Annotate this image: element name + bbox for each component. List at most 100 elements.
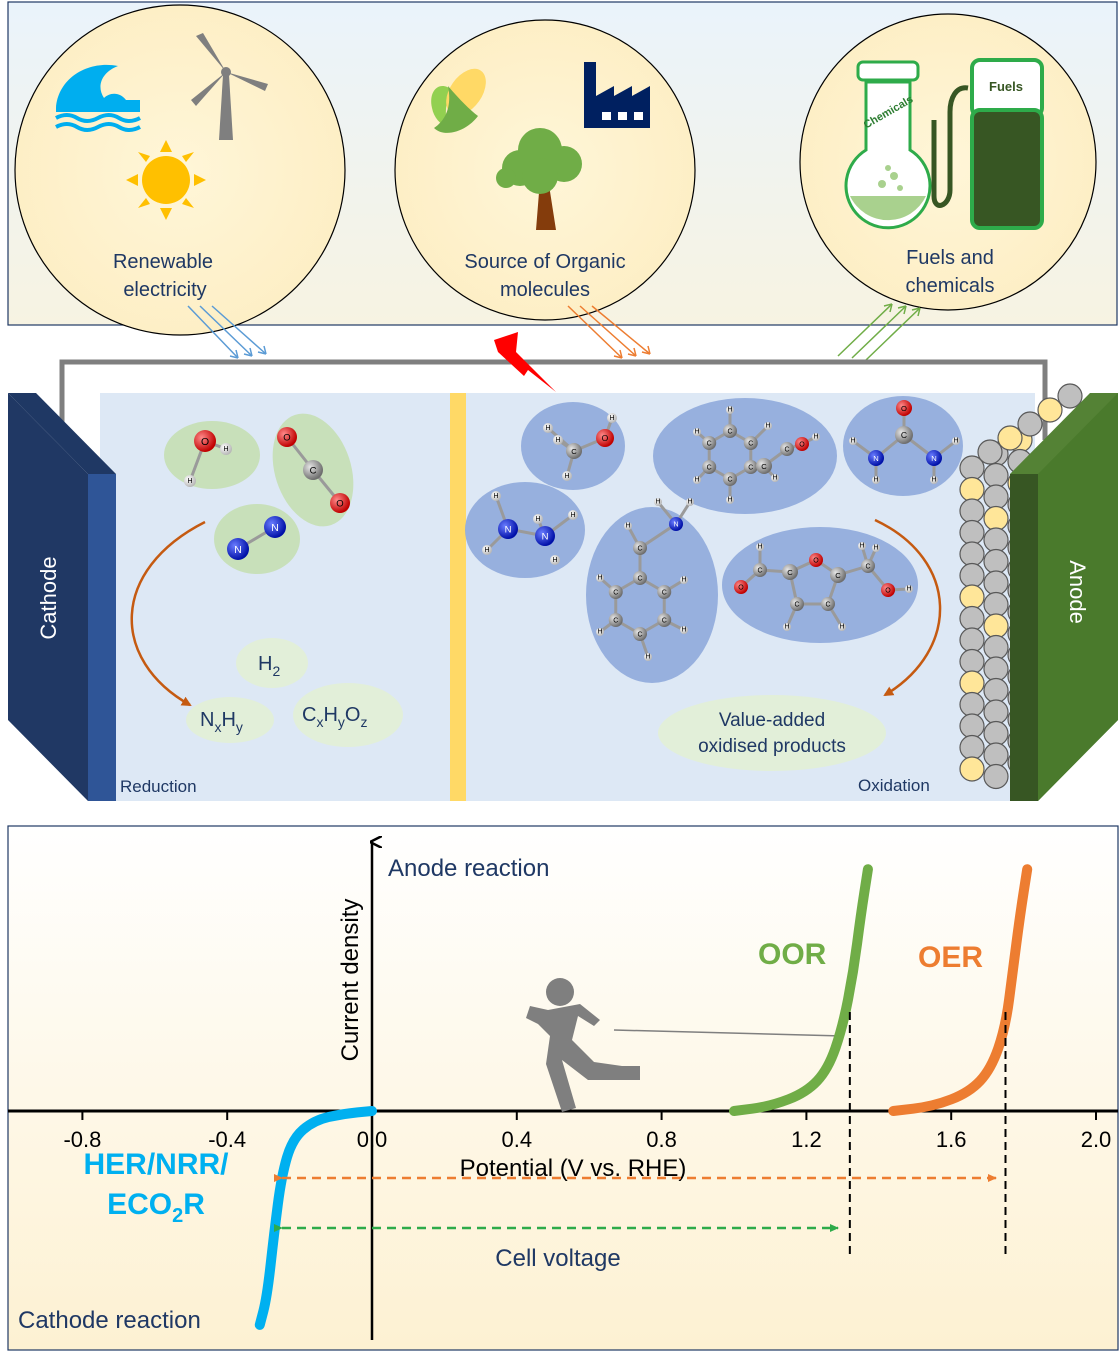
circle-label-line-2: electricity	[123, 279, 206, 301]
pull-rope	[613, 1029, 844, 1037]
atom-label: H	[645, 653, 650, 660]
atom-label: H	[625, 522, 630, 529]
catalyst-sphere	[983, 656, 1009, 682]
x-tick-label: 0.0	[357, 1127, 388, 1152]
atom-label: C	[637, 575, 642, 582]
x-tick-label: 1.2	[791, 1127, 822, 1152]
atom-H	[849, 437, 857, 445]
atom-H	[596, 574, 604, 582]
cxhyoz-product-bg	[293, 683, 403, 747]
catalyst-sphere	[959, 713, 985, 739]
atom-H	[680, 576, 688, 584]
atom-label: H	[187, 478, 192, 485]
atom-H	[491, 491, 501, 501]
atom-H	[756, 543, 764, 551]
value-added-product-bg	[658, 695, 886, 771]
atom-C	[633, 571, 647, 585]
nxhy-product-bg	[186, 697, 274, 743]
circle-label-line-2: chemicals	[906, 275, 995, 297]
atom-label: C	[662, 617, 667, 624]
atom-C	[608, 613, 623, 627]
atom-label: C	[787, 568, 793, 577]
atom-label: N	[505, 525, 512, 536]
x-tick-label: 0.8	[646, 1127, 677, 1152]
atom-O	[896, 400, 912, 416]
atom-label: N	[271, 523, 279, 534]
x-tick-label: 1.6	[936, 1127, 967, 1152]
catalyst-sphere	[1017, 411, 1043, 437]
atom-label: C	[757, 567, 762, 574]
fuel-pump-icon: Fuels	[931, 58, 1044, 230]
value-added-line-2: oxidised products	[698, 736, 846, 757]
atom-H	[543, 423, 553, 433]
atom-label: H	[484, 547, 489, 554]
wind-turbine-icon	[191, 33, 268, 140]
atom-label: C	[662, 589, 667, 596]
atom-label: H	[681, 576, 686, 583]
oer-label: OER	[918, 941, 983, 974]
atom-H	[930, 476, 938, 484]
atom-label: H	[535, 516, 540, 523]
atom-H	[553, 435, 563, 445]
atom-label: H	[694, 476, 699, 483]
chemicals-flask-icon: Chemicals	[844, 60, 932, 230]
atom-C	[790, 597, 804, 611]
cathode-electrode: Cathode	[8, 393, 116, 801]
atom-label: C	[613, 617, 618, 624]
atom-N	[264, 516, 286, 538]
atom-C	[743, 460, 758, 474]
atom-label: N	[542, 532, 549, 543]
atom-N	[926, 450, 942, 466]
atom-H	[726, 406, 734, 414]
atom-label: H	[223, 446, 228, 453]
oxidation-arrow	[874, 518, 942, 697]
atom-label: C	[727, 476, 732, 483]
atom-C	[723, 472, 737, 486]
catalyst-sphere	[983, 763, 1009, 790]
atom-label: O	[901, 404, 907, 413]
circle-label-line-1: Source of Organic	[464, 251, 625, 273]
catalyst-sphere	[1037, 397, 1063, 423]
atom-H	[905, 585, 913, 593]
atom-label: O	[885, 587, 891, 594]
catalyst-sphere	[1057, 383, 1083, 409]
atom-C	[723, 424, 737, 438]
atom-label: C	[835, 571, 841, 580]
atom-label: H	[873, 476, 878, 483]
atom-H	[482, 545, 492, 555]
atom-O	[881, 583, 895, 597]
atom-H	[550, 555, 560, 565]
h2-product-bg	[236, 638, 308, 688]
co2-molecule: OCO	[277, 427, 350, 513]
atom-label: H	[757, 543, 762, 550]
catalyst-sphere	[983, 527, 1009, 553]
atom-C	[782, 564, 798, 580]
atom-H	[872, 476, 880, 484]
atom-H	[858, 542, 866, 550]
atom-O	[194, 430, 216, 452]
catalyst-sphere	[959, 627, 985, 653]
atom-C	[821, 597, 835, 611]
atom-label: H	[727, 406, 732, 413]
membrane	[450, 393, 466, 801]
anode-label: Anode	[1065, 560, 1090, 624]
catalyst-sphere	[959, 691, 985, 718]
atom-label: H	[681, 626, 686, 633]
atom-label: H	[839, 623, 844, 630]
catalyst-sphere	[983, 484, 1009, 510]
cell-voltage-label: Cell voltage	[495, 1245, 620, 1272]
circle-label-line-1: Renewable	[113, 251, 213, 273]
atom-label: C	[707, 440, 712, 447]
atom-H	[220, 443, 232, 455]
atom-H	[764, 422, 772, 430]
catalyst-sphere	[959, 734, 985, 761]
catalyst-sphere	[959, 476, 985, 503]
atom-O	[809, 553, 823, 567]
